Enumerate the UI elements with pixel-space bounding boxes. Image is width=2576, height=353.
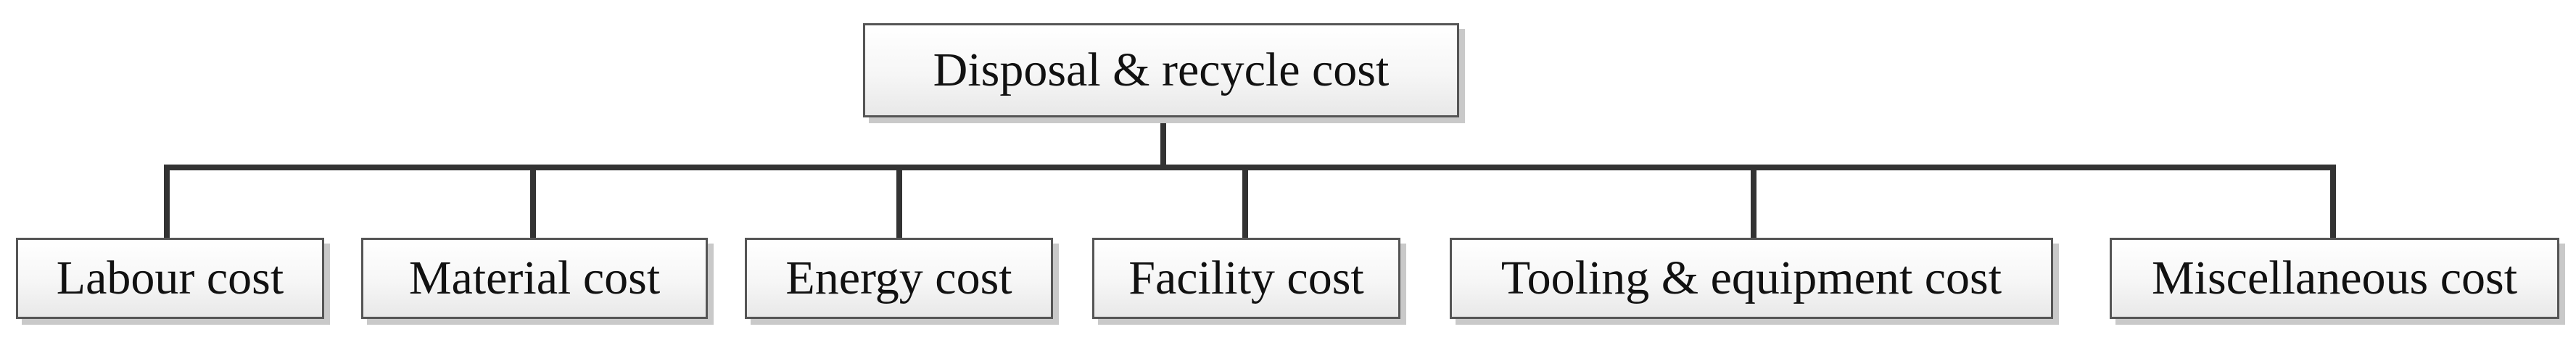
child-node-label: Tooling & equipment cost [1500, 252, 2002, 304]
child-node-label: Miscellaneous cost [2151, 252, 2518, 304]
child-node-material-cost: Material cost [361, 238, 708, 319]
child-node-label: Material cost [408, 252, 661, 304]
root-node-disposal-recycle-cost: Disposal & recycle cost [863, 23, 1459, 117]
child-node-labour-cost: Labour cost [16, 238, 324, 319]
child-node-tooling-equipment-cost: Tooling & equipment cost [1450, 238, 2053, 319]
child-node-energy-cost: Energy cost [745, 238, 1053, 319]
child-node-label: Labour cost [56, 252, 284, 304]
child-node-miscellaneous-cost: Miscellaneous cost [2110, 238, 2559, 319]
child-node-label: Facility cost [1128, 252, 1364, 304]
child-node-facility-cost: Facility cost [1092, 238, 1400, 319]
child-node-label: Energy cost [785, 252, 1012, 304]
root-node-label: Disposal & recycle cost [933, 43, 1390, 96]
